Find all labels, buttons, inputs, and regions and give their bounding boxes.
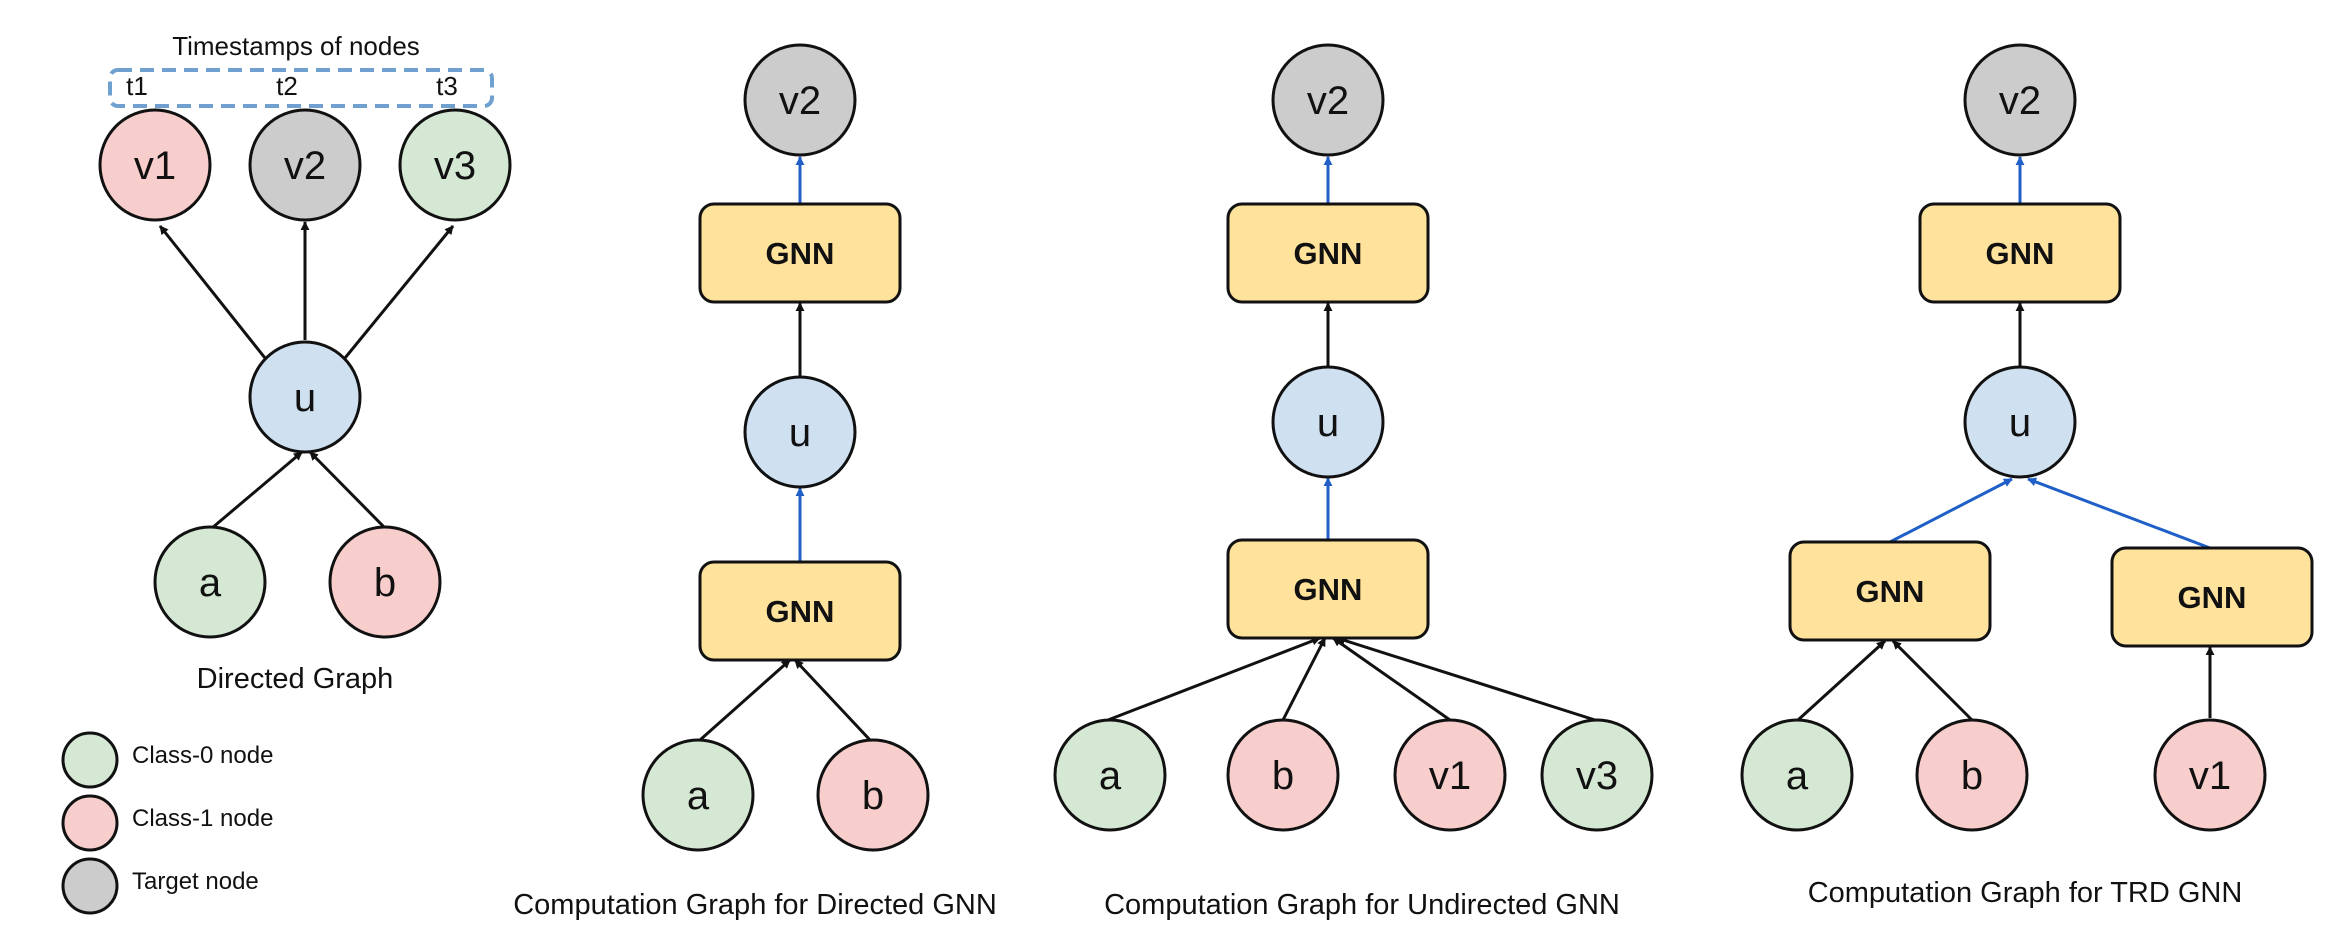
edge-a-gnn	[1107, 636, 1321, 722]
node-label: u	[789, 411, 811, 455]
timestamp-t1: t1	[126, 71, 148, 101]
node-label: v2	[284, 144, 326, 188]
node-label: v1	[134, 144, 176, 188]
gnn-label: GNN	[1856, 574, 1925, 609]
legend-swatch	[61, 731, 119, 789]
gnn-label: GNN	[2178, 580, 2247, 615]
node-v3: v3	[398, 108, 512, 222]
legend: Class-0 node Class-1 node Target node	[61, 731, 273, 915]
node-b: b	[1915, 718, 2029, 832]
node-v3: v3	[1540, 718, 1654, 832]
edge-gnn-right-u	[2027, 477, 2211, 550]
edge-b-gnn	[1891, 639, 1974, 722]
legend-label: Target node	[132, 868, 259, 895]
gnn-label: GNN	[766, 236, 835, 271]
legend-label: Class-0 node	[132, 742, 273, 769]
edge-v3-gnn	[1336, 636, 1596, 722]
edge-gnn-left-u	[1889, 477, 2013, 544]
node-label: b	[862, 774, 884, 818]
node-a: a	[1053, 718, 1167, 832]
gnn-label: GNN	[1294, 572, 1363, 607]
node-b: b	[328, 525, 442, 639]
undirected-gnn-caption: Computation Graph for Undirected GNN	[1104, 889, 1620, 921]
node-b: b	[816, 738, 930, 852]
node-label: a	[1786, 754, 1809, 798]
node-label: b	[374, 561, 396, 605]
edge-a-gnn	[699, 658, 791, 742]
gnn-box-top: GNN	[1918, 202, 2122, 304]
node-label: v2	[1999, 79, 2041, 123]
node-label: b	[1272, 754, 1294, 798]
edge-u-v1	[158, 225, 267, 359]
edge-a-u	[211, 450, 303, 530]
node-label: v2	[1307, 79, 1349, 123]
directed-gnn-caption: Computation Graph for Directed GNN	[513, 889, 997, 921]
node-u: u	[1271, 365, 1385, 479]
node-label: v3	[1576, 754, 1618, 798]
node-a: a	[1740, 718, 1854, 832]
node-u: u	[1963, 365, 2077, 479]
gnn-box-bottom: GNN	[1226, 538, 1430, 640]
node-b: b	[1226, 718, 1340, 832]
node-label: a	[1099, 754, 1122, 798]
node-v2: v2	[248, 108, 362, 222]
edge-b-gnn	[1281, 637, 1327, 721]
edge-b-gnn	[793, 658, 872, 742]
node-u: u	[248, 340, 362, 454]
gnn-box-top: GNN	[1226, 202, 1430, 304]
gnn-label: GNN	[1294, 236, 1363, 271]
node-label: u	[294, 376, 316, 420]
node-label: v2	[779, 79, 821, 123]
edge-b-u	[308, 450, 387, 530]
timestamps-box	[108, 68, 494, 108]
node-label: v3	[434, 144, 476, 188]
trd-gnn-caption: Computation Graph for TRD GNN	[1808, 877, 2243, 909]
timestamps-title: Timestamps of nodes	[172, 31, 420, 61]
gnn-box-left: GNN	[1788, 540, 1992, 642]
legend-item-target: Target node	[61, 857, 259, 915]
edge-u-v3	[343, 225, 455, 359]
timestamp-t2: t2	[276, 71, 298, 101]
node-v1: v1	[98, 108, 212, 222]
node-label: a	[687, 774, 710, 818]
edge-v1-gnn	[1332, 636, 1451, 722]
node-v1: v1	[2153, 718, 2267, 832]
node-u: u	[743, 375, 857, 489]
node-v2: v2	[1963, 43, 2077, 157]
legend-item-class-0: Class-0 node	[61, 731, 273, 789]
legend-swatch	[61, 794, 119, 852]
node-label: b	[1961, 754, 1983, 798]
gnn-label: GNN	[1986, 236, 2055, 271]
directed-graph-panel: Timestamps of nodes t1 t2 t3 v1 v2 v3 u	[98, 31, 512, 695]
directed-gnn-panel: v2 GNN u GNN a b Computation Graph for D…	[513, 43, 997, 921]
node-label: v1	[1429, 754, 1471, 798]
gnn-box-bottom: GNN	[698, 560, 902, 662]
undirected-gnn-panel: v2 GNN u GNN a b v1 v3 Computa	[1053, 43, 1654, 921]
node-label: u	[2009, 401, 2031, 445]
node-v2: v2	[1271, 43, 1385, 157]
gnn-box-right: GNN	[2110, 546, 2314, 648]
trd-gnn-panel: v2 GNN u GNN GNN a b v1 Comput	[1740, 43, 2314, 909]
edge-a-gnn	[1796, 639, 1887, 722]
legend-swatch	[61, 857, 119, 915]
node-a: a	[641, 738, 755, 852]
gnn-label: GNN	[766, 594, 835, 629]
legend-label: Class-1 node	[132, 805, 273, 832]
legend-item-class-1: Class-1 node	[61, 794, 273, 852]
node-v2: v2	[743, 43, 857, 157]
node-label: v1	[2189, 754, 2231, 798]
node-v1: v1	[1393, 718, 1507, 832]
node-a: a	[153, 525, 267, 639]
timestamp-t3: t3	[436, 71, 458, 101]
directed-graph-caption: Directed Graph	[197, 663, 394, 695]
node-label: a	[199, 561, 222, 605]
gnn-box-top: GNN	[698, 202, 902, 304]
node-label: u	[1317, 401, 1339, 445]
